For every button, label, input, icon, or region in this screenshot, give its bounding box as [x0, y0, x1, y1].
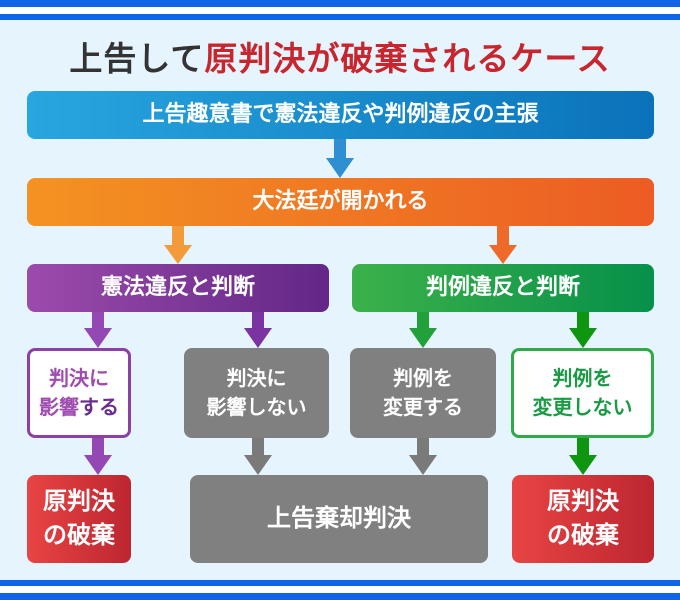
- arrow-appeal-to-bench: [326, 139, 354, 178]
- grand-bench-box: 大法廷が開かれる: [27, 178, 654, 226]
- reversal-left-line2: の破棄: [43, 521, 115, 549]
- reversal-box-right: 原判決 の破棄: [512, 475, 654, 563]
- change-precedent-line1: 判例を: [393, 366, 453, 390]
- affects-line1: 判決に: [49, 366, 109, 390]
- title-highlight: 原判決が破棄されるケース: [204, 39, 611, 78]
- appeal-brief-box: 上告趣意書で憲法違反や判例違反の主張: [27, 91, 654, 139]
- appeal-brief-label: 上告趣意書で憲法違反や判例違反の主張: [142, 102, 539, 128]
- title-prefix: 上告して: [69, 39, 205, 78]
- dismissal-box: 上告棄却判決: [190, 475, 488, 563]
- arrow-not-changes-to-reversal: [569, 438, 597, 475]
- change-precedent-line2: 変更する: [383, 395, 463, 419]
- page-title: 上告して原判決が破棄されるケース: [0, 32, 680, 80]
- affects-line2b: する: [79, 395, 119, 419]
- arrow-bench-to-precedent: [489, 226, 517, 264]
- reversal-right-line1: 原判決: [547, 487, 619, 516]
- affects-judgment-box: 判決に 影響する: [27, 348, 131, 438]
- top-stripe-gap: [0, 7, 680, 14]
- change-precedent-box: 判例を 変更する: [350, 348, 496, 438]
- bottom-stripe-outer: [0, 593, 680, 600]
- dismissal-label: 上告棄却判決: [267, 504, 411, 533]
- bottom-stripe-inner: [0, 580, 680, 586]
- precedent-violation-label: 判例違反と判断: [425, 275, 580, 301]
- arrow-constitution-to-affects: [84, 312, 112, 348]
- not-change-precedent-box: 判例を 変更しない: [511, 348, 654, 438]
- affects-line2a: 影響: [39, 395, 79, 419]
- not-affects-line2: 影響しない: [206, 395, 307, 419]
- top-stripe-outer: [0, 0, 680, 7]
- not-affects-judgment-box: 判決に 影響しない: [184, 348, 329, 438]
- precedent-violation-box: 判例違反と判断: [352, 264, 654, 312]
- arrow-bench-to-constitution: [164, 226, 192, 264]
- not-change-precedent-line1: 判例を: [552, 366, 613, 390]
- reversal-right-line2: の破棄: [547, 521, 619, 549]
- arrow-precedent-to-changes: [409, 312, 437, 348]
- top-stripe-inner: [0, 14, 680, 20]
- not-change-precedent-line2: 変更しない: [532, 395, 633, 419]
- arrow-changes-to-dismissal: [409, 438, 437, 475]
- arrow-precedent-to-not-changes: [569, 312, 597, 348]
- constitution-violation-box: 憲法違反と判断: [27, 264, 329, 312]
- not-affects-line1: 判決に: [226, 366, 287, 390]
- arrow-affects-to-reversal: [84, 438, 112, 475]
- constitution-violation-label: 憲法違反と判断: [100, 275, 255, 301]
- arrow-not-affects-to-dismissal: [244, 438, 272, 475]
- grand-bench-label: 大法廷が開かれる: [252, 189, 429, 215]
- reversal-left-line1: 原判決: [43, 487, 115, 516]
- arrow-constitution-to-not-affects: [244, 312, 272, 348]
- reversal-box-left: 原判決 の破棄: [27, 475, 131, 563]
